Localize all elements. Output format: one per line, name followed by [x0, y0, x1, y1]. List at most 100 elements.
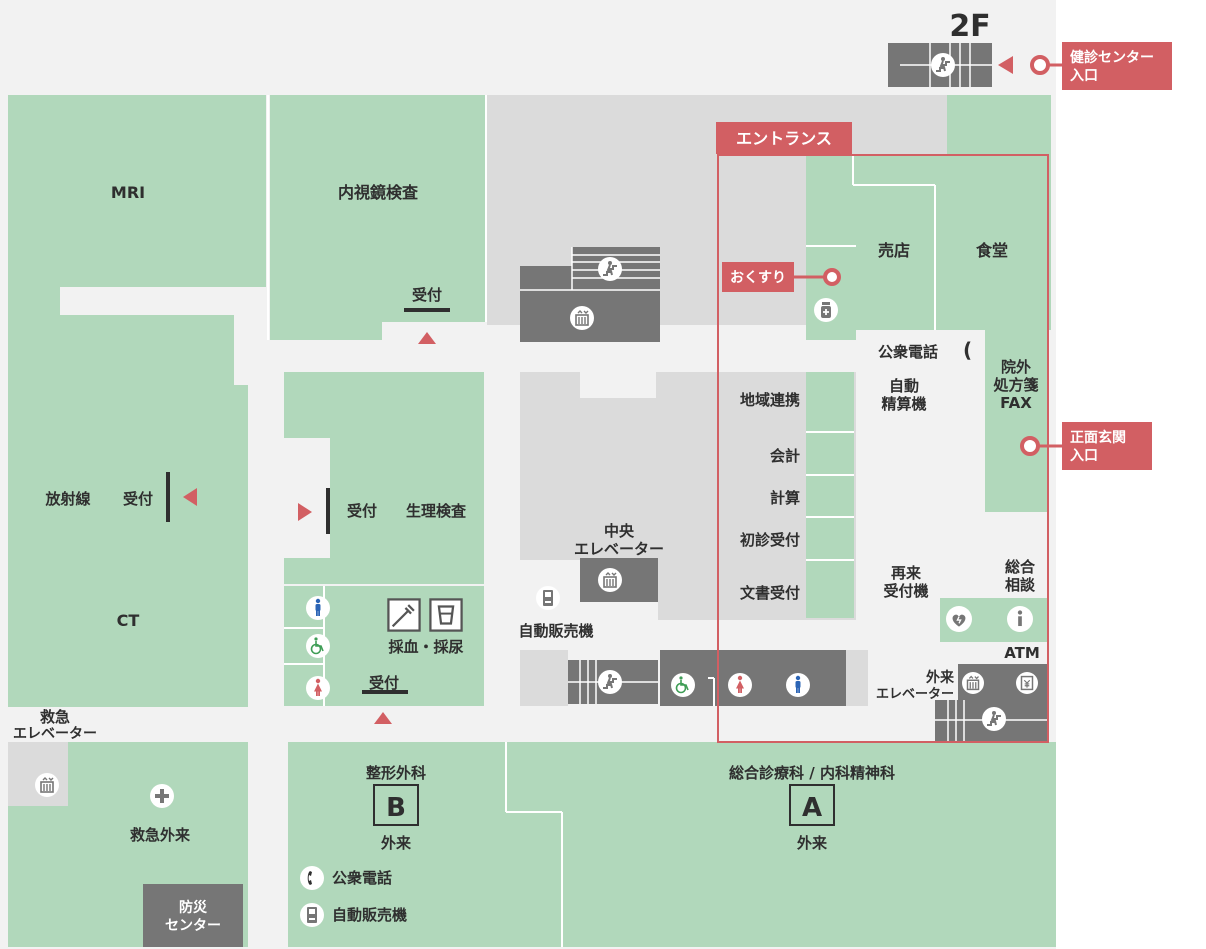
calculation-label: 計算 — [770, 489, 800, 507]
ortho-outpatient-label: 外来 — [380, 834, 412, 852]
toilet-female-icon[interactable] — [728, 673, 752, 697]
room-mri[interactable] — [8, 95, 266, 287]
consult-label-2: 相談 — [1005, 576, 1036, 594]
general-letter: A — [802, 793, 822, 823]
grey-strip-bottom — [520, 650, 568, 706]
toilet-male-icon[interactable] — [306, 596, 330, 620]
central-elevator-label-1: 中央 — [604, 522, 635, 540]
counter-strip — [806, 430, 854, 616]
reception-bars — [166, 308, 450, 694]
atm-label: ATM — [1004, 644, 1040, 662]
phone-icon[interactable] — [300, 866, 324, 890]
main-entrance-pin[interactable] — [1020, 422, 1152, 470]
stairs-icon[interactable] — [931, 53, 955, 77]
auto-payment-label-2: 精算機 — [881, 395, 926, 413]
vending-machine-icon[interactable] — [536, 586, 560, 610]
disaster-center-label-2: センター — [165, 918, 221, 934]
reception-arrows — [183, 56, 1013, 724]
phone-icon: ( — [963, 338, 972, 362]
entrance-banner — [716, 122, 852, 154]
elevator-icon[interactable] — [598, 568, 622, 592]
room-general[interactable] — [506, 742, 1056, 947]
letter-box-b — [373, 784, 419, 826]
syringe-icon — [387, 598, 421, 632]
toilet-female-icon[interactable] — [306, 676, 330, 700]
urine-cup-icon — [429, 598, 463, 632]
outpatient-elevator-label-2: エレベーター — [876, 687, 954, 702]
health-center-label-1: 健診センター — [1070, 49, 1154, 66]
grey-strip-bottom-2 — [846, 650, 868, 706]
entrance-frame — [717, 154, 1049, 743]
entrance-banner-label: エントランス — [736, 129, 832, 148]
room-cafeteria-label: 食堂 — [975, 241, 1008, 260]
room-shop-label: 売店 — [878, 241, 910, 260]
medicine-tag[interactable] — [722, 262, 841, 292]
documents-label: 文書受付 — [740, 584, 800, 602]
auto-payment-label-1: 自動 — [889, 377, 919, 395]
revisit-label-2: 受付機 — [883, 582, 928, 600]
floor-label: 2F — [949, 9, 990, 44]
vending-label: 自動販売機 — [332, 906, 407, 924]
ortho-letter: B — [386, 793, 406, 823]
disaster-center-label-1: 防災 — [179, 899, 208, 916]
emergency-elevator-bay — [8, 742, 68, 806]
revisit-label-1: 再来 — [891, 564, 922, 582]
reception-label: 受付 — [412, 286, 442, 304]
room-physiology-label: 生理検査 — [406, 502, 467, 520]
general-outpatient-label: 外来 — [796, 834, 828, 852]
community-label: 地域連携 — [740, 391, 800, 409]
room-radiology-ct[interactable] — [8, 287, 248, 707]
first-visit-label: 初診受付 — [740, 531, 800, 549]
corridor-cut — [60, 287, 266, 315]
right-margin — [1056, 0, 1206, 949]
aed-icon[interactable] — [946, 606, 972, 632]
health-center-label-2: 入口 — [1070, 68, 1098, 84]
stairs-icon[interactable] — [982, 707, 1006, 731]
elevator-icon[interactable] — [570, 306, 594, 330]
plus-cross-icon — [150, 784, 174, 808]
elevator-icon[interactable] — [962, 672, 984, 694]
room-disaster[interactable] — [143, 884, 243, 947]
corridor-notch — [382, 322, 485, 342]
room-endoscopy[interactable] — [270, 95, 485, 340]
corridor-notch-2 — [284, 438, 330, 558]
stairs-icon[interactable] — [598, 670, 622, 694]
emergency-elevator-label-2: エレベーター — [13, 726, 97, 742]
wall-lines — [267, 95, 936, 947]
reception-label: 受付 — [347, 502, 377, 520]
corridor-cut-2 — [234, 315, 266, 385]
stairs-steps-top — [520, 247, 660, 291]
main-entrance-label-1: 正面玄関 — [1070, 429, 1126, 446]
atm-icon[interactable] — [1016, 672, 1038, 694]
medicine-bottle-icon[interactable] — [814, 298, 838, 322]
ortho-label: 整形外科 — [366, 764, 426, 782]
info-icon[interactable] — [1007, 606, 1033, 632]
health-center-pin[interactable] — [1030, 42, 1172, 90]
fax-label-3: FAX — [1000, 394, 1032, 412]
consult-label-1: 総合 — [1005, 558, 1036, 576]
room-radiology-label: 放射線 — [44, 490, 90, 508]
reception-label: 受付 — [369, 674, 399, 692]
outpatient-elevator-label-1: 外来 — [926, 669, 955, 686]
main-entrance-label-2: 入口 — [1070, 448, 1098, 464]
room-fax[interactable] — [985, 330, 1047, 512]
wheelchair-icon[interactable] — [671, 673, 695, 697]
wheelchair-icon[interactable] — [306, 634, 330, 658]
fax-label-1: 院外 — [1001, 358, 1031, 376]
vending-machine-icon[interactable] — [300, 903, 324, 927]
letter-box-a — [789, 784, 835, 826]
fax-label-2: 処方箋 — [992, 376, 1038, 394]
room-mri-label: MRI — [111, 183, 145, 202]
room-ortho[interactable] — [288, 742, 506, 947]
room-endoscopy-label: 内視鏡検査 — [338, 183, 418, 202]
stairs-icon[interactable] — [598, 257, 622, 281]
medicine-counter[interactable] — [806, 246, 856, 340]
general-label: 総合診療科 / 内科精神科 — [729, 764, 895, 782]
corridor-notch-3 — [580, 372, 656, 398]
green-block-top-right — [947, 95, 1051, 155]
elevator-icon[interactable] — [35, 773, 59, 797]
vending-label: 自動販売機 — [518, 622, 593, 640]
toilet-male-icon[interactable] — [786, 673, 810, 697]
reception-label: 受付 — [123, 490, 153, 508]
